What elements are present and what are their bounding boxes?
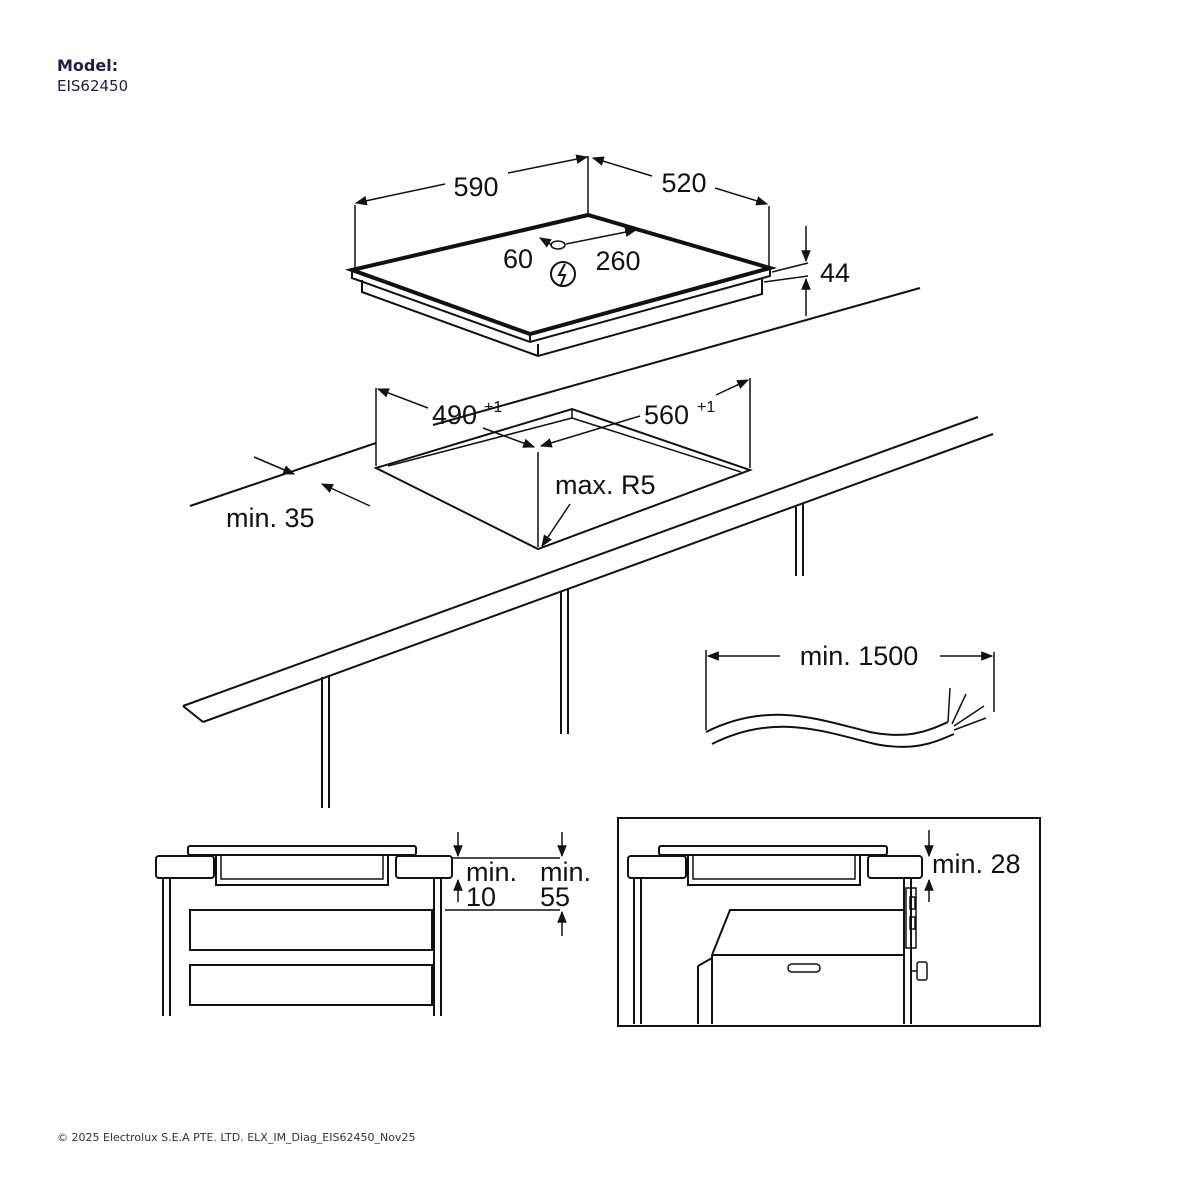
radius-label: max. R5 — [555, 470, 656, 500]
worktop — [182, 287, 994, 808]
cable-length: min. 1500 — [705, 641, 995, 748]
dim-520-label: 520 — [661, 168, 706, 198]
dim-260-label: 260 — [595, 246, 640, 276]
dim-min1500-label: min. 1500 — [800, 641, 919, 671]
model-label: Model: — [57, 56, 119, 75]
gap-55-label: 55 — [540, 882, 570, 912]
dim-490-label: 490 — [432, 400, 477, 430]
gap-10-label: 10 — [466, 882, 496, 912]
dim-60-label: 60 — [503, 244, 533, 274]
dim-590-label: 590 — [453, 172, 498, 202]
dim-44-label: 44 — [820, 258, 850, 288]
model-value: EIS62450 — [57, 77, 129, 95]
gap-min-label-1: min. — [466, 857, 517, 887]
dim-min35-label: min. 35 — [226, 503, 315, 533]
dim-front-distance: min. 35 — [226, 456, 371, 533]
dim-height: 44 — [763, 226, 850, 316]
section-drawers: min. 10 min. 55 — [155, 832, 591, 1016]
hob-drawing — [344, 212, 778, 358]
model-header: Model: EIS62450 — [57, 56, 128, 96]
dim-560-label: 560 — [644, 400, 689, 430]
oven-min28-label: min. 28 — [932, 849, 1021, 879]
dim-560-tolerance: +1 — [697, 399, 715, 416]
dim-490-tolerance: +1 — [484, 399, 502, 416]
dim-cutout: 490 +1 560 +1 max. R5 — [375, 378, 751, 547]
copyright-footer: © 2025 Electrolux S.E.A PTE. LTD. ELX_IM… — [57, 1131, 416, 1144]
section-oven: min. 28 — [617, 817, 1041, 1027]
gap-min-label-2: min. — [540, 857, 591, 887]
power-connection-icon — [550, 261, 576, 287]
dim-width-depth: 590 520 — [354, 154, 770, 268]
dim-power-position: 60 260 — [503, 227, 641, 287]
